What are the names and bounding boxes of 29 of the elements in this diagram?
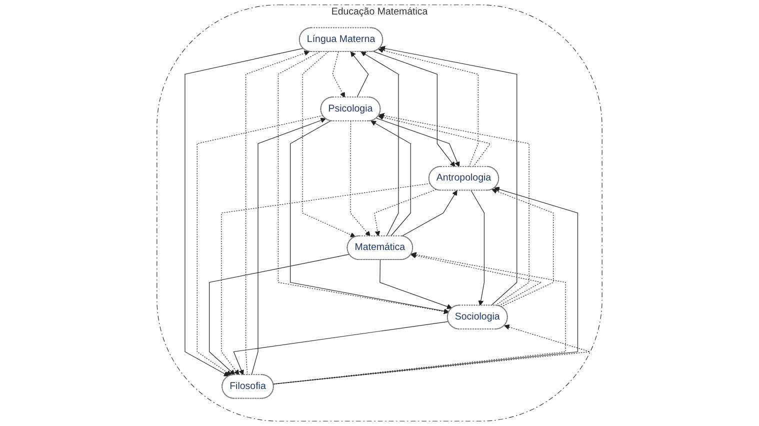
arrow — [196, 115, 324, 376]
arrow — [380, 46, 518, 306]
arrow — [273, 186, 578, 384]
arrow — [378, 114, 491, 168]
arrow — [370, 120, 411, 236]
arrow — [246, 50, 310, 376]
arrow — [273, 324, 590, 384]
arrow — [302, 51, 356, 238]
arrow — [360, 51, 399, 236]
arrow — [378, 113, 530, 306]
arrow — [492, 188, 554, 308]
arrow — [402, 190, 458, 236]
arrow — [470, 190, 485, 306]
arrow — [221, 183, 431, 376]
arrow — [278, 51, 450, 314]
arrow — [290, 120, 450, 314]
arrow — [233, 321, 449, 376]
arrow — [350, 51, 369, 98]
arrow — [378, 48, 478, 168]
arrow — [332, 51, 345, 98]
arrow — [184, 48, 304, 376]
arrow — [376, 118, 460, 167]
arrow — [380, 260, 452, 310]
arrow — [209, 254, 350, 376]
arrow — [373, 51, 456, 167]
arrow — [251, 118, 326, 376]
arrow — [374, 189, 436, 236]
arrow — [350, 120, 370, 236]
arrow — [410, 252, 542, 306]
